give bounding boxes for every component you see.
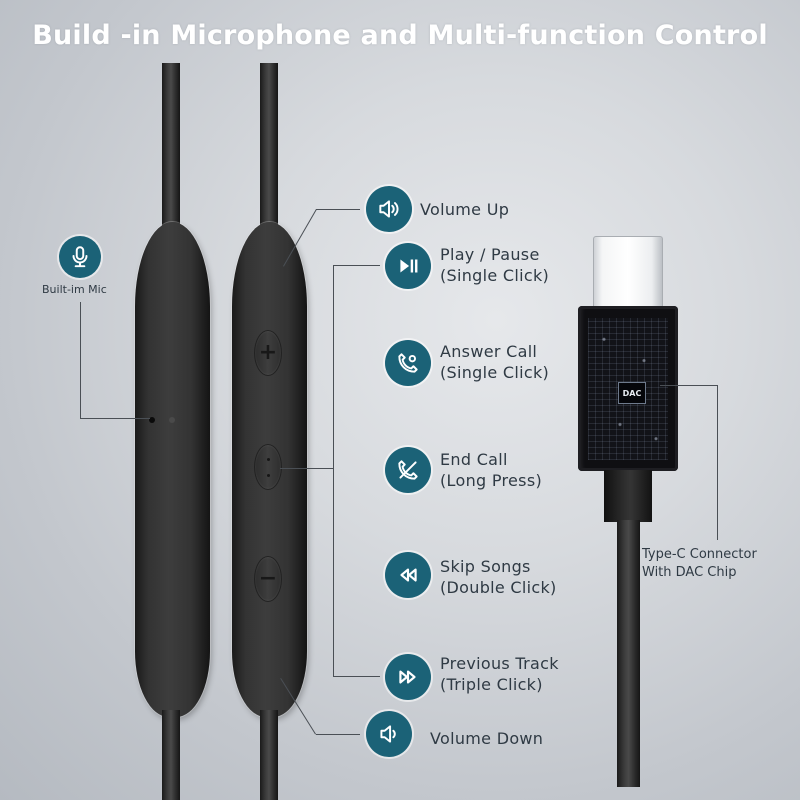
bracket-button-link bbox=[280, 468, 334, 469]
usb-c-strain-relief bbox=[604, 470, 652, 522]
left-cable-bottom bbox=[162, 710, 180, 800]
mic-leader-vertical bbox=[80, 302, 81, 419]
right-cable-bottom bbox=[260, 710, 278, 800]
dac-leader-vertical bbox=[717, 385, 718, 540]
volume-down-badge bbox=[366, 711, 412, 757]
end-call-label: End Call (Long Press) bbox=[440, 450, 542, 490]
microphone-icon bbox=[72, 246, 88, 268]
button-dot-top bbox=[267, 458, 270, 461]
previous-track-badge bbox=[385, 654, 431, 700]
skip-songs-badge bbox=[385, 552, 431, 598]
minus-icon: − bbox=[258, 566, 278, 591]
speaker-loud-icon bbox=[379, 200, 399, 218]
circuit-board-graphic: DAC bbox=[588, 318, 668, 460]
mic-hole-secondary bbox=[169, 417, 175, 423]
end-call-badge bbox=[385, 447, 431, 493]
multi-function-button[interactable] bbox=[254, 444, 282, 490]
mic-housing bbox=[135, 222, 210, 717]
play-pause-label: Play / Pause (Single Click) bbox=[440, 245, 550, 285]
page-title: Build -in Microphone and Multi-function … bbox=[32, 20, 768, 51]
mic-icon-badge bbox=[59, 236, 101, 278]
usb-c-housing: DAC bbox=[578, 306, 678, 471]
left-cable-top bbox=[162, 63, 180, 233]
rewind-icon bbox=[400, 568, 417, 582]
usb-c-cable bbox=[617, 520, 640, 787]
bracket-vertical bbox=[333, 265, 334, 677]
answer-call-badge bbox=[385, 340, 431, 386]
play-pause-badge bbox=[385, 243, 431, 289]
dac-chip: DAC bbox=[618, 382, 646, 404]
plus-icon: + bbox=[258, 340, 278, 365]
mic-leader-horizontal bbox=[80, 418, 150, 419]
phone-answer-icon bbox=[398, 353, 418, 373]
volume-up-leader-horizontal bbox=[316, 209, 360, 210]
volume-down-button[interactable]: − bbox=[254, 556, 282, 602]
connector-label: Type-C Connector With DAC Chip bbox=[642, 547, 757, 580]
usb-c-plug bbox=[593, 236, 663, 308]
skip-songs-label: Skip Songs (Double Click) bbox=[440, 557, 557, 597]
volume-up-label: Volume Up bbox=[420, 200, 510, 219]
dac-leader-horizontal bbox=[660, 385, 718, 386]
volume-up-badge bbox=[366, 186, 412, 232]
mic-hole bbox=[149, 417, 155, 423]
volume-down-label: Volume Down bbox=[430, 729, 544, 748]
bracket-top bbox=[333, 265, 380, 266]
button-dot-bottom bbox=[267, 474, 270, 477]
mic-label: Built-im Mic bbox=[42, 283, 107, 296]
previous-track-label: Previous Track (Triple Click) bbox=[440, 654, 559, 694]
volume-up-button[interactable]: + bbox=[254, 330, 282, 376]
fast-forward-icon bbox=[399, 670, 416, 684]
phone-end-icon bbox=[398, 460, 418, 480]
answer-call-label: Answer Call (Single Click) bbox=[440, 342, 550, 382]
volume-down-leader-horizontal bbox=[316, 734, 360, 735]
bracket-bottom bbox=[333, 676, 380, 677]
play-pause-icon bbox=[400, 259, 418, 273]
control-remote: + − bbox=[232, 222, 307, 717]
right-cable-top bbox=[260, 63, 278, 233]
speaker-quiet-icon bbox=[380, 725, 396, 743]
